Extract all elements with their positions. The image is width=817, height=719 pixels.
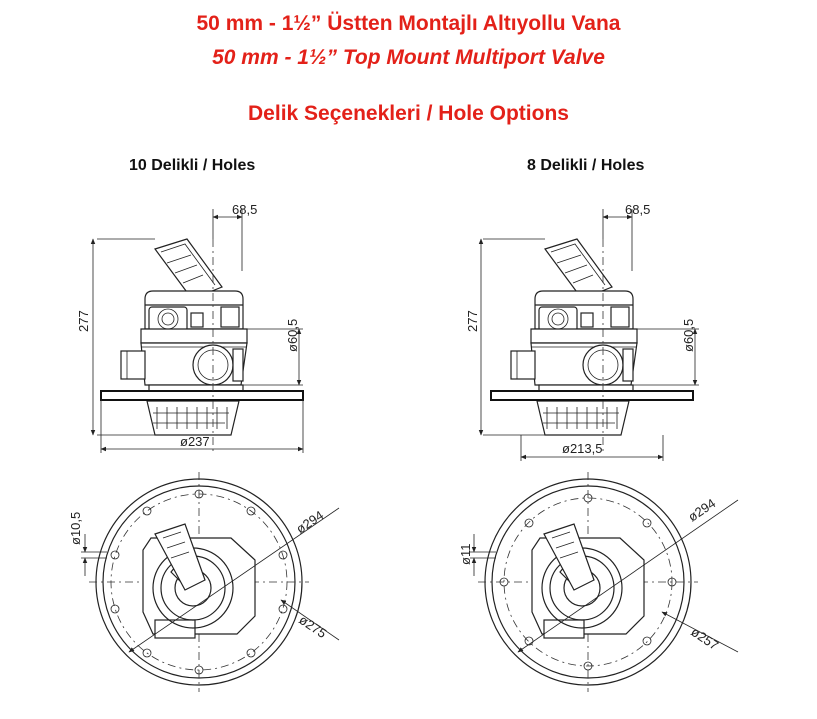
right-dim-base: ø213,5 <box>562 441 602 456</box>
right-side-view <box>478 209 699 461</box>
left-dim-bolt-circle: ø275 <box>296 612 329 641</box>
left-top-view <box>81 472 340 692</box>
right-dim-outer: ø294 <box>685 495 718 524</box>
left-dim-hole: ø10,5 <box>68 512 83 545</box>
right-dim-height: 277 <box>465 310 480 332</box>
right-dim-bolt-circle: ø257 <box>688 624 721 653</box>
hole-options-heading: Delik Seçenekleri / Hole Options <box>248 102 569 125</box>
right-dim-offset: 68,5 <box>625 202 650 217</box>
left-dim-outer: ø294 <box>293 507 326 536</box>
left-dim-offset: 68,5 <box>232 202 257 217</box>
left-dim-port: ø60,5 <box>285 319 300 352</box>
title-turkish: 50 mm - 1½” Üstten Montajlı Altıyollu Va… <box>196 12 621 35</box>
left-drawing-subtitle: 10 Delikli / Holes <box>129 157 256 174</box>
right-drawing-subtitle: 8 Delikli / Holes <box>527 157 645 174</box>
right-top-view <box>470 472 739 692</box>
left-dim-base: ø237 <box>180 434 210 449</box>
left-dim-height: 277 <box>76 310 91 332</box>
right-dim-port: ø60,5 <box>681 319 696 352</box>
right-dim-hole: ø11 <box>458 544 473 565</box>
title-english: 50 mm - 1½” Top Mount Multiport Valve <box>212 46 605 69</box>
left-side-view <box>90 209 304 453</box>
